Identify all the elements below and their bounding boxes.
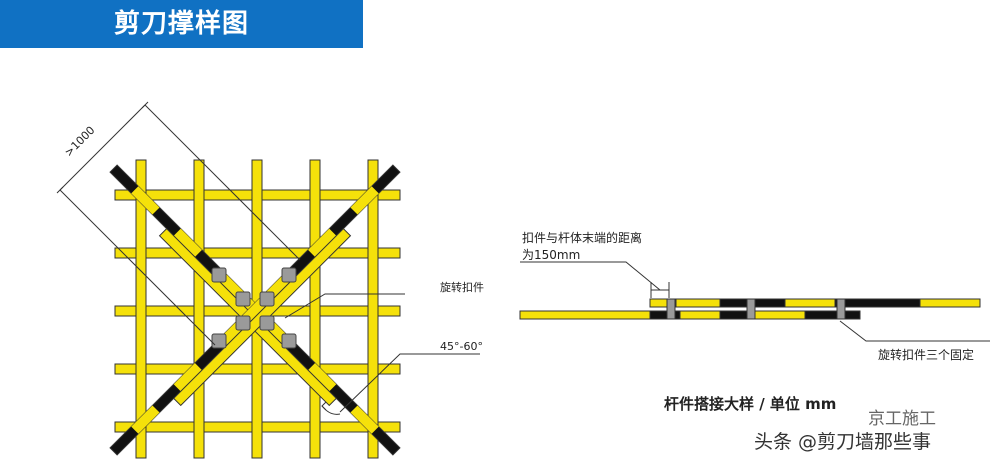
angle-label: 45°-60° xyxy=(440,340,483,353)
title-banner: 剪刀撑样图 xyxy=(0,0,363,48)
page-title: 剪刀撑样图 xyxy=(113,9,249,39)
leader-lines-left xyxy=(284,293,480,415)
vertical-standard xyxy=(135,159,147,459)
leader-lines-right xyxy=(520,261,990,342)
dimension-line xyxy=(56,101,301,346)
watermark-account: 头条 @剪刀墙那些事 xyxy=(754,431,932,453)
clamp xyxy=(259,291,275,307)
clamp xyxy=(235,291,251,307)
lap-joint-detail xyxy=(519,298,981,320)
clamp-label: 旋转扣件 xyxy=(440,281,484,294)
clamp xyxy=(259,315,275,331)
clamp xyxy=(235,315,251,331)
distance-note-line2: 为150mm xyxy=(522,248,581,262)
clamp xyxy=(281,333,297,349)
clamp xyxy=(281,267,297,283)
distance-note-line1: 扣件与杆体末端的距离 xyxy=(522,231,643,245)
clamp-note: 旋转扣件三个固定 xyxy=(878,348,975,362)
clamp xyxy=(211,267,227,283)
clamp xyxy=(211,333,227,349)
watermark-source: 京工施工 xyxy=(868,409,936,429)
rotating-clamps xyxy=(211,267,297,349)
vertical-standard xyxy=(367,159,379,459)
vertical-standard xyxy=(193,159,205,459)
vertical-standard xyxy=(309,159,321,459)
detail-caption: 杆件搭接大样 / 单位 mm xyxy=(664,395,837,413)
scaffold-grid xyxy=(114,159,401,459)
